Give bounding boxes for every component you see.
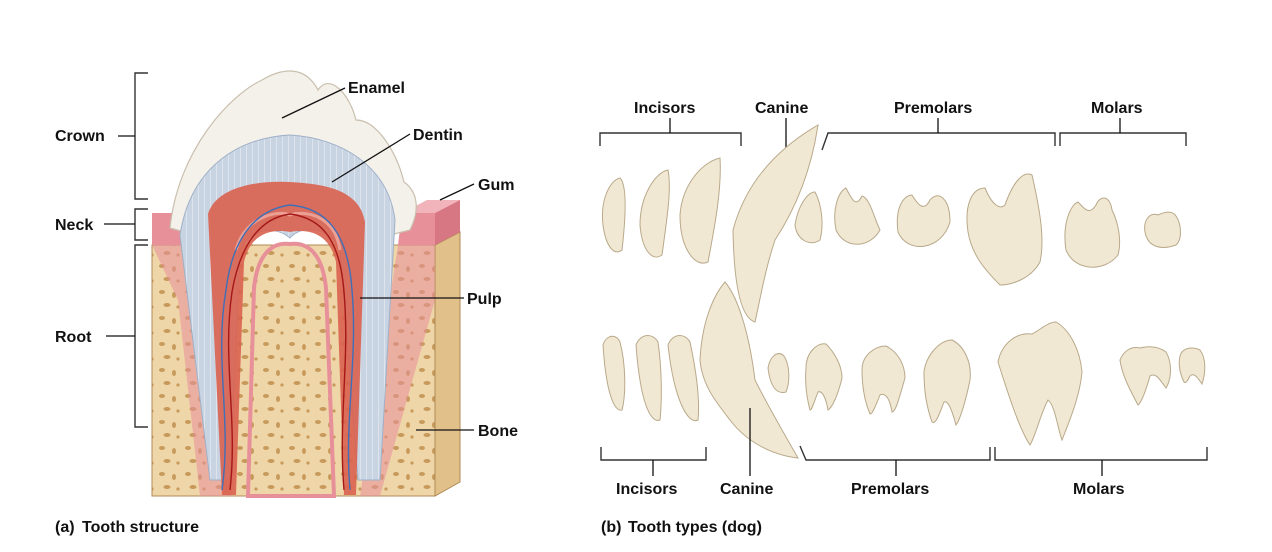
upper-incisors-bracket	[599, 132, 742, 146]
alveolar-bone-core	[245, 241, 337, 498]
lower-molars-bracket	[994, 447, 1208, 461]
caption-a-text: Tooth structure	[82, 519, 199, 536]
root-bracket	[134, 244, 148, 428]
upper-premolars-bracket	[821, 132, 1056, 151]
tooth-structure-panel: Crown Neck Root Enamel Dentin Gum Pulp B…	[55, 70, 518, 536]
lower-premolar-teeth	[767, 339, 971, 427]
upper-canine-label: Canine	[755, 100, 808, 117]
bone-label: Bone	[478, 423, 518, 440]
crown-bracket	[134, 72, 148, 200]
lower-molars-label: Molars	[1073, 481, 1125, 498]
neck-label: Neck	[55, 217, 93, 234]
lower-canine-tooth	[699, 281, 799, 459]
neck-bracket	[134, 208, 148, 241]
lower-canine-label: Canine	[720, 481, 773, 498]
gum-label: Gum	[478, 177, 514, 194]
upper-molar-teeth	[1064, 197, 1181, 268]
lower-premolars-bracket	[799, 445, 991, 461]
lower-premolars-label: Premolars	[851, 481, 929, 498]
upper-molars-label: Molars	[1091, 100, 1143, 117]
lower-incisors-label: Incisors	[616, 481, 677, 498]
caption-b-letter: (b)	[601, 519, 621, 536]
upper-premolars-label: Premolars	[894, 100, 972, 117]
caption-a-letter: (a)	[55, 519, 75, 536]
root-label: Root	[55, 329, 92, 346]
caption-b-text: Tooth types (dog)	[628, 519, 762, 536]
crown-label: Crown	[55, 128, 105, 145]
upper-incisors-label: Incisors	[634, 100, 695, 117]
lower-incisors-bracket	[600, 447, 707, 461]
upper-incisor-teeth	[601, 157, 721, 264]
lower-molar-teeth	[997, 321, 1206, 446]
pulp-label: Pulp	[467, 291, 502, 308]
enamel-label: Enamel	[348, 80, 405, 97]
upper-molars-bracket	[1059, 132, 1187, 146]
lower-incisor-teeth	[602, 335, 699, 422]
tooth-types-panel: Incisors Canine Premolars Molars	[599, 100, 1208, 536]
dentin-label: Dentin	[413, 127, 463, 144]
upper-canine-tooth	[732, 124, 819, 323]
upper-premolar-teeth	[794, 173, 1043, 286]
